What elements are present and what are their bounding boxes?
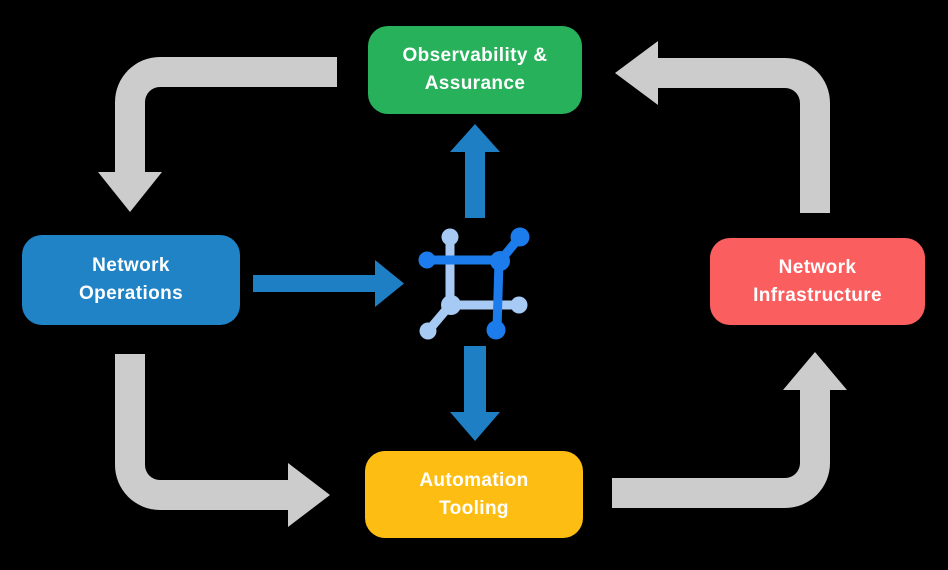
icon-dark-right-line bbox=[492, 256, 504, 334]
arrow-operations-to-tooling bbox=[115, 354, 330, 527]
node-label: Automation Tooling bbox=[419, 469, 529, 519]
node-observability-assurance: Observability & Assurance bbox=[368, 26, 582, 114]
node-automation-tooling: Automation Tooling bbox=[365, 451, 583, 538]
arrow-center-to-tooling bbox=[450, 346, 500, 441]
icon-light-junction-node bbox=[441, 295, 461, 315]
arrow-operations-to-center bbox=[253, 260, 404, 307]
icon-dark-junction-node bbox=[490, 251, 510, 271]
icon-light-top-node bbox=[441, 228, 459, 246]
node-label: Network Infrastructure bbox=[753, 256, 882, 306]
icon-dark-topright-node bbox=[510, 227, 530, 247]
network-automation-icon bbox=[418, 227, 530, 340]
arrow-center-to-assurance bbox=[450, 124, 500, 218]
arrow-infrastructure-to-assurance bbox=[615, 41, 830, 213]
node-network-infrastructure: Network Infrastructure bbox=[710, 238, 925, 325]
icon-dark-bottom-node bbox=[486, 320, 506, 340]
node-network-operations: Network Operations bbox=[22, 235, 240, 325]
icon-light-right-node bbox=[510, 296, 528, 314]
icon-dark-left-node bbox=[418, 251, 436, 269]
icon-light-bottomleft-node bbox=[419, 322, 437, 340]
node-label: Network Operations bbox=[78, 255, 184, 304]
arrow-tooling-to-infrastructure bbox=[612, 352, 847, 508]
arrow-assurance-to-operations bbox=[98, 57, 337, 212]
node-label: Observability & Assurance bbox=[402, 45, 548, 94]
